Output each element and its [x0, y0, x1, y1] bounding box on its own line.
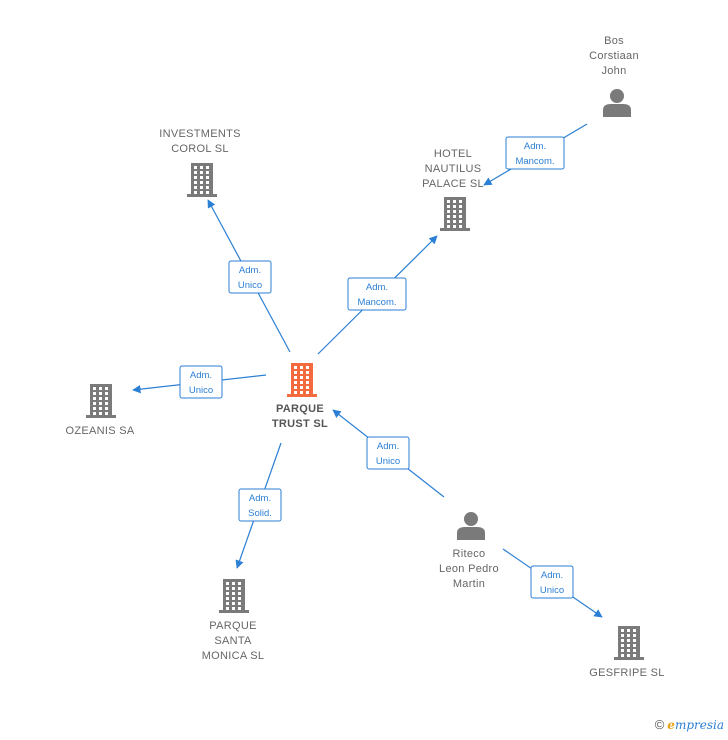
node-label[interactable]: John	[601, 65, 626, 77]
relation-text: Solid.	[248, 508, 272, 519]
relation-text: Unico	[540, 585, 564, 596]
relation-label[interactable]: Adm. Unico	[228, 260, 272, 294]
relation-box[interactable]	[530, 565, 574, 599]
relation-text: Adm.	[366, 282, 388, 293]
node-label[interactable]: Corstiaan	[589, 50, 639, 62]
relation-box[interactable]	[366, 436, 410, 470]
relation-label[interactable]: Adm. Solid.	[238, 488, 282, 522]
footer-brand: © empresia	[655, 717, 724, 732]
node-label[interactable]: Leon Pedro	[439, 563, 499, 575]
building-icon	[614, 626, 644, 660]
node-parque-santa-monica[interactable]: PARQUE SANTA MONICA SL	[202, 579, 265, 662]
relation-text: Mancom.	[357, 297, 396, 308]
brand-initial: e	[667, 717, 675, 732]
relation-box[interactable]	[238, 488, 282, 522]
building-icon	[287, 363, 317, 397]
node-label[interactable]: INVESTMENTS	[159, 128, 241, 140]
building-icon	[187, 163, 217, 197]
node-label[interactable]: PALACE SL	[422, 178, 484, 190]
node-parque-trust[interactable]: PARQUE TRUST SL	[272, 363, 328, 430]
node-label[interactable]: HOTEL	[434, 148, 472, 160]
brand-logo: empresia	[667, 718, 724, 732]
relation-label[interactable]: Adm. Mancom.	[505, 136, 565, 170]
relation-label[interactable]: Adm. Unico	[530, 565, 574, 599]
relation-text: Adm.	[190, 370, 212, 381]
relation-label[interactable]: Adm. Unico	[366, 436, 410, 470]
person-icon	[603, 89, 631, 117]
node-label[interactable]: PARQUE	[209, 620, 256, 632]
relation-box[interactable]	[228, 260, 272, 294]
brand-name: mpresia	[674, 717, 724, 732]
building-icon	[440, 197, 470, 231]
relation-box[interactable]	[347, 277, 407, 311]
node-label[interactable]: OZEANIS SA	[65, 425, 134, 437]
relation-label[interactable]: Adm. Mancom.	[347, 277, 407, 311]
relation-text: Unico	[238, 280, 262, 291]
node-ozeanis[interactable]: OZEANIS SA	[65, 384, 135, 437]
node-label[interactable]: Riteco	[453, 548, 486, 560]
relation-text: Adm.	[541, 570, 563, 581]
relation-text: Unico	[376, 456, 400, 467]
relation-box[interactable]	[505, 136, 565, 170]
person-icon	[457, 512, 485, 540]
node-label[interactable]: COROL SL	[171, 143, 229, 155]
node-label[interactable]: MONICA SL	[202, 650, 265, 662]
node-label[interactable]: SANTA	[214, 635, 252, 647]
relation-text: Adm.	[524, 141, 546, 152]
relation-text: Adm.	[249, 493, 271, 504]
relation-text: Mancom.	[515, 156, 554, 167]
node-gesfripe[interactable]: GESFRIPE SL	[589, 626, 664, 679]
node-label[interactable]: Bos	[604, 35, 624, 47]
node-hotel-nautilus[interactable]: HOTEL NAUTILUS PALACE SL	[422, 148, 484, 231]
copyright-symbol: ©	[654, 717, 665, 732]
relation-text: Adm.	[377, 441, 399, 452]
relation-label[interactable]: Adm. Unico	[179, 365, 223, 399]
node-label[interactable]: PARQUE	[276, 403, 324, 415]
node-investments-corol[interactable]: INVESTMENTS COROL SL	[159, 128, 241, 197]
relation-text: Unico	[189, 385, 213, 396]
node-label[interactable]: Martin	[453, 578, 485, 590]
node-label[interactable]: NAUTILUS	[425, 163, 482, 175]
building-icon	[219, 579, 249, 613]
building-icon	[86, 384, 116, 418]
node-label[interactable]: TRUST SL	[272, 418, 328, 430]
relation-box[interactable]	[179, 365, 223, 399]
relation-text: Adm.	[239, 265, 261, 276]
node-label[interactable]: GESFRIPE SL	[589, 667, 664, 679]
